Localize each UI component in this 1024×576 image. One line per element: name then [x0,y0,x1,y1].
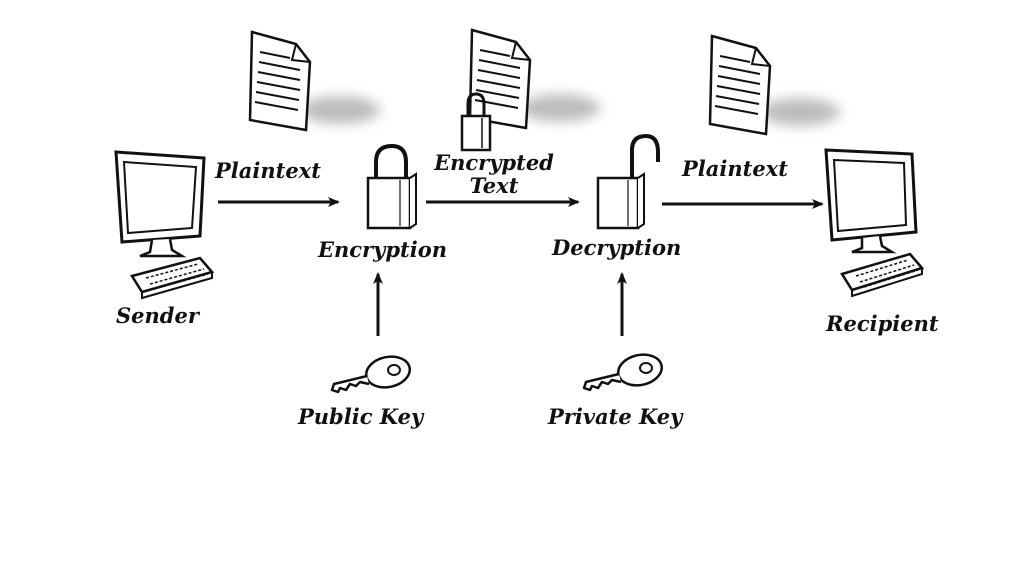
plaintext-label-left: Plaintext [215,158,321,183]
padlock-closed-icon [366,143,417,230]
key-icon [582,353,663,392]
recipient-label: Recipient [826,311,939,336]
document-icon [708,34,840,136]
keyboard-icon [130,256,215,300]
plaintext-label-right: Plaintext [682,156,788,181]
encrypted-text-label-line1: Encrypted [434,150,554,175]
sender-label: Sender [116,303,199,328]
document-icon [248,30,380,132]
encryption-label: Encryption [318,237,447,262]
padlock-closed-icon [460,92,492,152]
decryption-label: Decryption [552,235,682,260]
padlock-open-icon [596,133,660,230]
document-icon [468,28,600,130]
encrypted-text-label-line2: Text [469,173,519,198]
keyboard-icon [840,252,925,298]
key-icon [330,355,411,394]
computer-monitor-icon [114,150,206,258]
private-key-label: Private Key [548,404,683,429]
computer-monitor-icon [824,148,918,254]
public-key-label: Public Key [298,404,424,429]
